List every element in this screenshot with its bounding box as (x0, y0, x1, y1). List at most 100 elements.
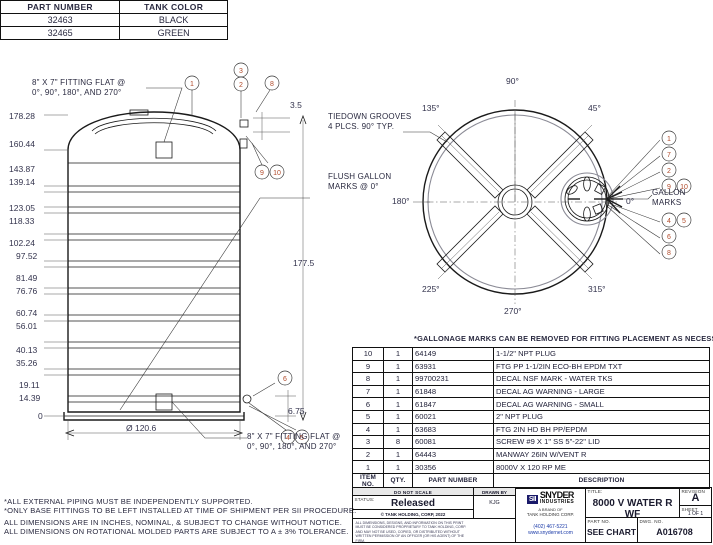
note-line-2: *ONLY BASE FITTINGS TO BE LEFT INSTALLED… (4, 506, 357, 515)
angle-225: 225° (422, 284, 440, 294)
part-number-table: PART NUMBER TANK COLOR 32463 BLACK 32465… (0, 0, 228, 40)
dim-160-44: 160.44 (9, 139, 35, 149)
dim-123-05: 123.05 (9, 203, 35, 213)
bom-part-number: 99700231 (412, 372, 494, 386)
bom-description: DECAL NSF MARK - WATER TKS (493, 372, 710, 386)
bom-part-number: 60021 (412, 409, 494, 424)
bom-item-no: 2 (352, 447, 384, 462)
svg-text:1: 1 (190, 81, 194, 88)
table-header-row: PART NUMBER TANK COLOR (0, 0, 228, 14)
bom-description: FTG 2IN HD BH PP/EPDM (493, 422, 710, 437)
dim-76-76: 76.76 (16, 286, 38, 296)
part-no-label: PART NO. (587, 518, 611, 524)
brand-line-2: TANK HOLDING CORP. (526, 512, 575, 517)
dim-top-3-5: 3.5 (290, 100, 302, 110)
note-line-3: ALL DIMENSIONS ARE IN INCHES, NOMINAL, &… (4, 518, 343, 527)
bom-item-no: 5 (352, 409, 384, 424)
bom-description: 8000V X 120 RP ME (493, 460, 710, 474)
dim-102-24: 102.24 (9, 238, 35, 248)
bom-item-no: 9 (352, 359, 384, 374)
dim-143-87: 143.87 (9, 164, 35, 174)
bom-item-no: 3 (352, 435, 384, 449)
angle-135: 135° (422, 103, 440, 113)
svg-text:9: 9 (667, 184, 671, 191)
svg-text:3: 3 (239, 68, 243, 75)
svg-text:8: 8 (667, 250, 671, 257)
revision-value: A (691, 492, 700, 504)
table-row: 32463 BLACK (0, 13, 228, 27)
gallonage-note: *GALLONAGE MARKS CAN BE REMOVED FOR FITT… (414, 334, 713, 343)
fitting-flat-note-bottom-line2: 0°, 90°, 180°, AND 270° (247, 442, 337, 451)
dwg-no-value: A016708 (656, 527, 693, 537)
svg-text:6: 6 (667, 234, 671, 241)
angle-90: 90° (506, 76, 519, 86)
fitting-flat-note-top-line2: 0°, 90°, 180°, AND 270° (32, 88, 122, 97)
status-value: Released (391, 498, 435, 509)
drawing-title-value: 8000 V WATER R WF (592, 498, 673, 520)
sheet-label: SHEET (681, 506, 698, 512)
table-row: 32465 GREEN (0, 26, 228, 40)
svg-text:4: 4 (667, 218, 671, 225)
svg-text:5: 5 (682, 218, 686, 225)
bom-qty: 1 (383, 447, 413, 462)
svg-text:4: 4 (286, 435, 290, 442)
balloon-group-elevation: 1 3 2 8 9 10 6 4 5 (184, 62, 310, 445)
bom-description: MANWAY 26IN W/VENT R (493, 447, 710, 462)
dim-14-39: 14.39 (19, 393, 41, 403)
svg-text:1: 1 (667, 136, 671, 143)
bom-part-number: 30356 (412, 460, 494, 474)
do-not-scale-label: DO NOT SCALE (393, 489, 433, 495)
dim-178-28: 178.28 (9, 111, 35, 121)
bom-description: DECAL AG WARNING - SMALL (493, 397, 710, 411)
bom-item-no: 1 (352, 460, 384, 474)
gallon-marks-label-line2: MARKS (652, 198, 682, 207)
dim-81-49: 81.49 (16, 273, 38, 283)
dim-139-14: 139.14 (9, 177, 35, 187)
svg-text:5: 5 (300, 435, 304, 442)
status-label: STATUS: (354, 496, 375, 502)
dim-overall-height: 177.5 (293, 258, 315, 268)
bom-part-number: 63683 (412, 422, 494, 437)
bom-part-number: 64149 (412, 347, 494, 361)
dim-56-01: 56.01 (16, 321, 38, 331)
bom-description: FTG PP 1-1/2IN ECO-BH EPDM TXT (493, 359, 710, 374)
sheet-value: 1 OF 1 (687, 511, 704, 517)
bom-qty: 1 (383, 397, 413, 411)
bom-qty: 1 (383, 347, 413, 361)
drawing-title-cell: TITLE: 8000 V WATER R WF (585, 488, 679, 520)
bom-item-no: 4 (352, 422, 384, 437)
bom-part-number: 60081 (412, 435, 494, 449)
fitting-flat-note-bottom-line1: 8" X 7" FITTING FLAT @ (247, 432, 341, 441)
bom-part-number: 61847 (412, 397, 494, 411)
drawn-by-cell: KJG (473, 496, 515, 519)
drawn-by-value: KJG (489, 500, 500, 506)
copyright-text: © TANK HOLDING, CORP, 2022 (380, 512, 446, 517)
bom-item-no: 10 (352, 347, 384, 361)
snyder-logo-sub: INDUSTRIES (539, 499, 575, 505)
sii-logo-mark: SII (526, 494, 538, 504)
tiedown-note-line2: 4 PLCS. 90° TYP. (328, 122, 395, 131)
plan-view-drawing: 1 7 2 9 10 4 5 6 8 (403, 100, 692, 304)
revision-label: REVISION (681, 488, 706, 494)
dim-19-11: 19.11 (19, 380, 40, 390)
angle-315: 315° (588, 284, 606, 294)
part-number-value: 32465 (0, 26, 121, 40)
brand-line-1: A BRAND OF (538, 507, 563, 512)
bom-description: SCREW #9 X 1" SS 5"-22" LID (493, 435, 710, 449)
dim-diameter: Ø 120.6 (126, 423, 157, 433)
svg-text:10: 10 (680, 184, 688, 191)
copyright-cell: © TANK HOLDING, CORP, 2022 (353, 510, 473, 519)
tiedown-note-line1: TIEDOWN GROOVES (328, 112, 412, 121)
part-no-value: SEE CHART (586, 527, 637, 537)
bom-qty: 1 (383, 384, 413, 399)
bom-qty: 1 (383, 422, 413, 437)
